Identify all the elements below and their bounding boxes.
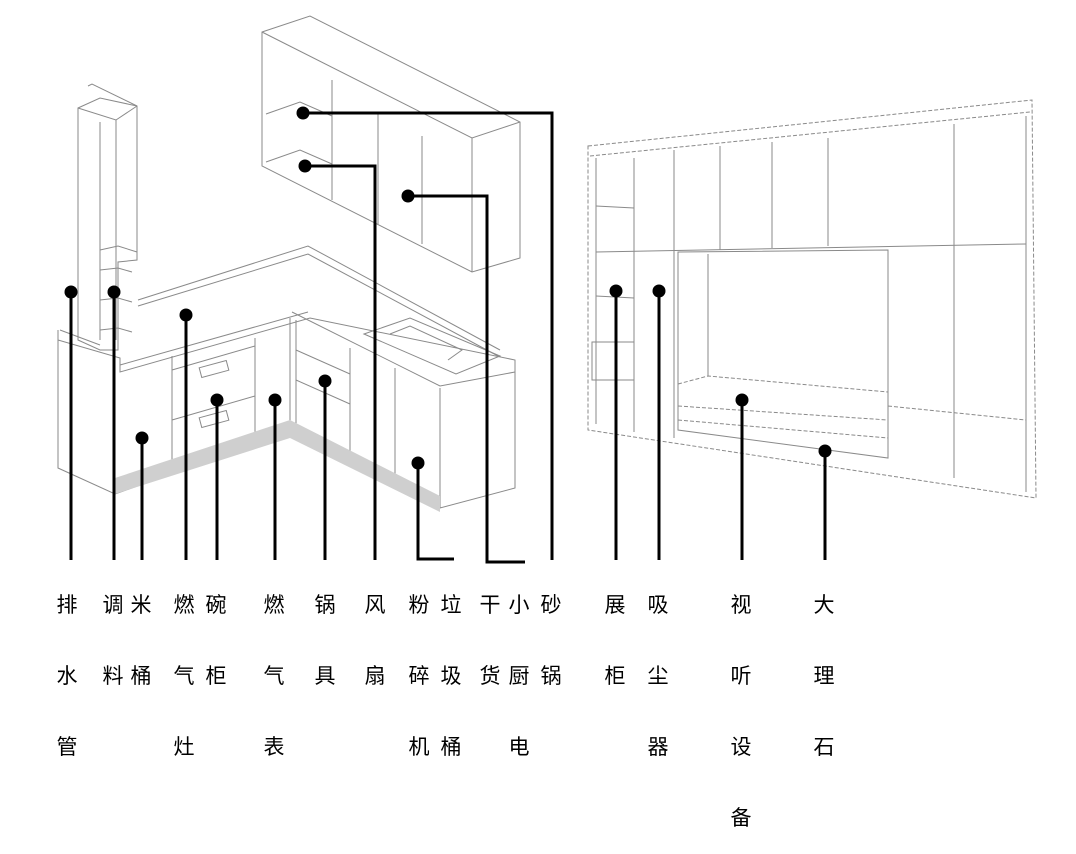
- leader-line-dry-goods: [408, 194, 525, 564]
- callout-dot-dish-cabinet: [210, 393, 224, 407]
- callout-label-marble: 大理石: [811, 570, 837, 783]
- label-char: 厨: [508, 664, 530, 688]
- callout-label-cookware: 锅具: [312, 570, 338, 712]
- label-char: 听: [730, 664, 752, 688]
- label-char: 尘: [647, 664, 669, 688]
- callout-dot-cookware: [318, 374, 332, 388]
- label-char: 管: [56, 735, 78, 759]
- label-char: 小: [508, 593, 530, 617]
- callout-label-display-cabinet: 展柜: [602, 570, 628, 712]
- callout-dot-rice-bucket: [135, 431, 149, 445]
- label-char: 吸: [647, 593, 669, 617]
- callout-dot-dry-goods: [401, 189, 415, 203]
- callout-label-range-hood: 风扇: [362, 570, 388, 712]
- callout-label-garbage-disposer: 粉碎机: [406, 570, 432, 783]
- label-char: 表: [263, 735, 285, 759]
- callout-dot-av-equipment: [735, 393, 749, 407]
- label-char: 灶: [173, 735, 195, 759]
- label-char: 器: [647, 735, 669, 759]
- label-char: 砂: [540, 593, 562, 617]
- kitchen-drawing: [57, 15, 521, 512]
- label-char: 锅: [314, 593, 336, 617]
- label-char: 电: [508, 735, 530, 759]
- callout-dot-gas-meter: [268, 393, 282, 407]
- label-char: 锅: [540, 664, 562, 688]
- leader-line-range-hood: [305, 164, 377, 560]
- label-char: 气: [263, 664, 285, 688]
- label-char: 燃: [263, 593, 285, 617]
- callout-label-casserole: 砂锅: [538, 570, 564, 712]
- callout-label-av-equipment: 视听设备: [728, 570, 754, 854]
- callout-dot-garbage-disposer: [411, 456, 425, 470]
- callout-dot-seasoning: [107, 285, 121, 299]
- label-char: 桶: [440, 735, 462, 759]
- label-char: 水: [56, 664, 78, 688]
- label-char: 排: [56, 593, 78, 617]
- tv-wall-drawing: [587, 99, 1037, 499]
- leader-line-garbage-disposer: [416, 463, 454, 561]
- label-char: 垃: [440, 593, 462, 617]
- label-char: 展: [604, 593, 626, 617]
- callout-leaders: [64, 106, 832, 564]
- callout-label-drain-pipe: 排水管: [54, 570, 80, 783]
- label-char: 粉: [408, 593, 430, 617]
- label-char: 干: [479, 593, 501, 617]
- label-char: 机: [408, 735, 430, 759]
- label-char: 圾: [440, 664, 462, 688]
- callout-dot-drain-pipe: [64, 285, 78, 299]
- callout-dot-casserole: [296, 106, 310, 120]
- label-char: 气: [173, 664, 195, 688]
- callout-label-gas-stove: 燃气灶: [171, 570, 197, 783]
- label-char: 扇: [364, 664, 386, 688]
- callout-dot-marble: [818, 444, 832, 458]
- label-char: 调: [102, 593, 124, 617]
- callout-dot-gas-stove: [179, 308, 193, 322]
- label-char: 柜: [604, 664, 626, 688]
- callout-label-vacuum: 吸尘器: [645, 570, 671, 783]
- callout-dot-range-hood: [298, 159, 312, 173]
- callout-label-dry-goods: 干货: [477, 570, 503, 712]
- label-char: 备: [730, 806, 752, 830]
- callout-label-small-appliances: 小厨电: [506, 570, 532, 783]
- callout-label-dish-cabinet: 碗柜: [203, 570, 229, 712]
- label-char: 具: [314, 664, 336, 688]
- label-char: 大: [813, 593, 835, 617]
- label-char: 理: [813, 664, 835, 688]
- callout-label-rice-bucket: 米桶: [128, 570, 154, 712]
- label-char: 米: [130, 593, 152, 617]
- label-char: 货: [479, 664, 501, 688]
- label-char: 石: [813, 735, 835, 759]
- label-char: 碗: [205, 593, 227, 617]
- label-char: 视: [730, 593, 752, 617]
- callout-label-garbage-bin: 垃圾桶: [438, 570, 464, 783]
- label-char: 风: [364, 593, 386, 617]
- label-char: 燃: [173, 593, 195, 617]
- leader-line-casserole: [303, 111, 554, 560]
- label-char: 设: [730, 735, 752, 759]
- label-char: 柜: [205, 664, 227, 688]
- callout-label-gas-meter: 燃气表: [261, 570, 287, 783]
- label-char: 料: [102, 664, 124, 688]
- label-char: 桶: [130, 664, 152, 688]
- callout-dot-vacuum: [652, 284, 666, 298]
- callout-dot-display-cabinet: [609, 284, 623, 298]
- label-char: 碎: [408, 664, 430, 688]
- callout-label-seasoning: 调料: [100, 570, 126, 712]
